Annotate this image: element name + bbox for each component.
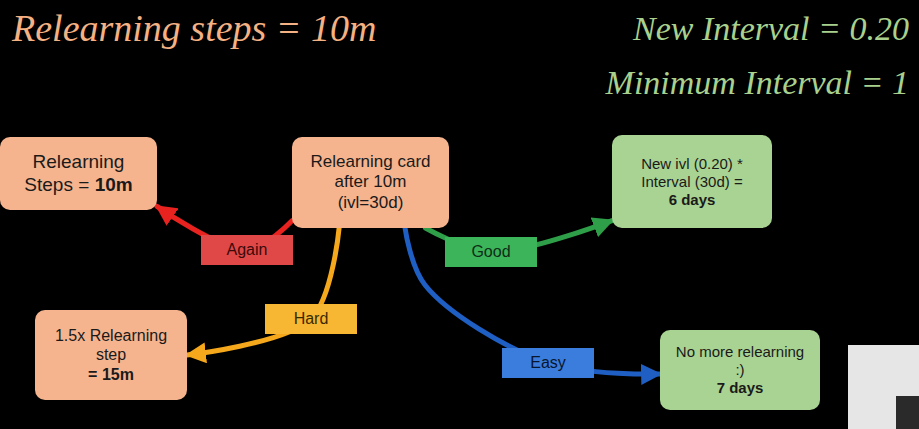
answer-label: Again	[227, 241, 268, 259]
state-box: Relearning card after 10m (ivl=30d)	[292, 137, 449, 228]
diagram-title: Relearning steps = 10m	[12, 6, 376, 50]
answer-button: Easy	[502, 348, 594, 378]
setting-note: New Interval = 0.20	[633, 10, 909, 48]
answer-label: Hard	[294, 310, 329, 328]
box-text: 1.5x Relearning step= 15m	[45, 326, 177, 384]
state-box: New ivl (0.20) * Interval (30d) =6 days	[612, 135, 772, 228]
webcam-figure	[896, 396, 919, 429]
state-box: Relearning Steps =10m	[0, 137, 157, 210]
box-value: 7 days	[670, 379, 810, 397]
answer-label: Easy	[530, 354, 566, 372]
answer-button: Hard	[265, 304, 357, 334]
transition-arrow	[187, 228, 339, 355]
box-value: = 15m	[45, 365, 177, 384]
box-text: New ivl (0.20) * Interval (30d) =6 days	[622, 155, 762, 209]
box-text: Relearning card after 10m (ivl=30d)	[302, 152, 439, 213]
box-text: No more relearning :)7 days	[670, 343, 810, 397]
box-label: No more relearning :)	[670, 343, 810, 379]
box-text: Relearning Steps =10m	[16, 151, 141, 197]
answer-button: Good	[445, 237, 537, 267]
box-label: New ivl (0.20) * Interval (30d) =	[622, 155, 762, 191]
answer-button: Again	[201, 235, 293, 265]
box-value: 6 days	[622, 191, 762, 209]
answer-label: Good	[471, 243, 510, 261]
webcam-thumbnail	[848, 345, 919, 429]
box-label: Relearning card after 10m (ivl=30d)	[302, 152, 439, 213]
state-box: No more relearning :)7 days	[660, 330, 820, 410]
box-value: 10m	[95, 174, 133, 195]
webcam-frame	[848, 345, 919, 429]
setting-note: Minimum Interval = 1	[606, 64, 909, 102]
box-label: 1.5x Relearning step	[45, 326, 177, 364]
state-box: 1.5x Relearning step= 15m	[35, 310, 187, 400]
